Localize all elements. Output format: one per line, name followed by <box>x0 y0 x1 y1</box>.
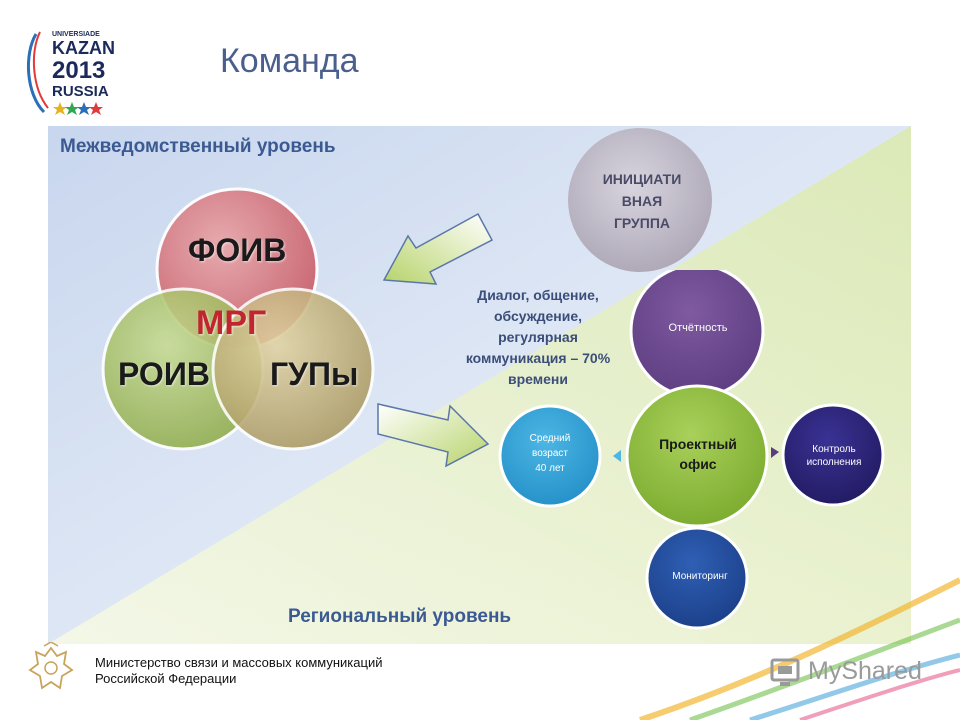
foiv-label: ФОИВ <box>188 232 287 268</box>
decorative-stripes <box>639 577 960 720</box>
initiative-group-label: ИНИЦИАТИ ВНАЯ ГРУППА <box>572 168 712 234</box>
project-office-line-2: офис <box>679 456 717 472</box>
age-line-2: возраст <box>532 448 568 459</box>
ministry-line-1: Министерство связи и массовых коммуникац… <box>95 655 383 670</box>
dialog-text: Диалог, общение, обсуждение, регулярная … <box>438 285 638 390</box>
interdepartmental-level-label: Межведомственный уровень <box>60 136 336 157</box>
logo-year: 2013 <box>52 57 105 84</box>
project-office-line-1: Проектный <box>659 436 737 452</box>
logo-kazan: KAZAN <box>52 38 114 58</box>
logo-stars-icon <box>53 102 103 115</box>
logo-russia: RUSSIA <box>52 83 109 100</box>
gup-circle <box>211 287 375 451</box>
roiv-label: РОИВ <box>118 356 210 392</box>
mrg-label: МРГ <box>196 304 267 342</box>
dialog-line-3: регулярная <box>498 329 578 345</box>
project-office-label: Проектный офис <box>630 434 766 474</box>
reporting-label: Отчётность <box>668 322 728 334</box>
ministry-label: Министерство связи и массовых коммуникац… <box>95 655 382 687</box>
gup-label: ГУПы <box>270 356 359 392</box>
regional-level-label: Региональный уровень <box>288 606 512 627</box>
age-line-3: 40 лет <box>535 463 565 474</box>
control-node <box>781 403 885 507</box>
dialog-line-1: Диалог, общение, <box>477 287 599 303</box>
monitoring-node <box>645 526 749 630</box>
initiative-line-3: ГРУППА <box>613 215 671 231</box>
universiade-logo: UNIVERSIADE KAZAN 2013 RUSSIA <box>26 31 114 115</box>
initiative-group-circle <box>568 128 712 272</box>
age-line-1: Средний <box>529 433 571 444</box>
venn-diagram <box>101 187 375 451</box>
myshared-logo-icon <box>770 658 800 686</box>
control-line-2: исполнения <box>806 457 862 468</box>
connector-left-icon <box>613 450 621 462</box>
arrow-to-venn-icon <box>382 212 494 285</box>
slide-title: Команда <box>220 42 359 80</box>
ministry-line-2: Российской Федерации <box>95 671 237 686</box>
control-line-1: Контроль <box>812 444 856 455</box>
dialog-line-4: коммуникация – 70% <box>465 350 611 366</box>
monitoring-label: Мониторинг <box>672 571 728 582</box>
connector-right-icon <box>771 447 779 458</box>
initiative-line-1: ИНИЦИАТИ <box>602 171 682 187</box>
average-age-label: Средний возраст 40 лет <box>500 431 600 476</box>
dialog-line-2: обсуждение, <box>493 308 583 324</box>
dialog-line-5: времени <box>508 371 568 387</box>
myshared-watermark: MyShared <box>808 657 922 685</box>
project-office-cycle <box>498 270 885 630</box>
logo-universiade: UNIVERSIADE <box>52 31 100 38</box>
age-node <box>498 404 602 508</box>
control-label: Контроль исполнения <box>784 443 884 469</box>
initiative-line-2: ВНАЯ <box>621 193 663 209</box>
coat-of-arms-icon <box>28 642 74 690</box>
project-office-node <box>625 384 769 528</box>
arrow-to-office-icon <box>377 403 490 468</box>
